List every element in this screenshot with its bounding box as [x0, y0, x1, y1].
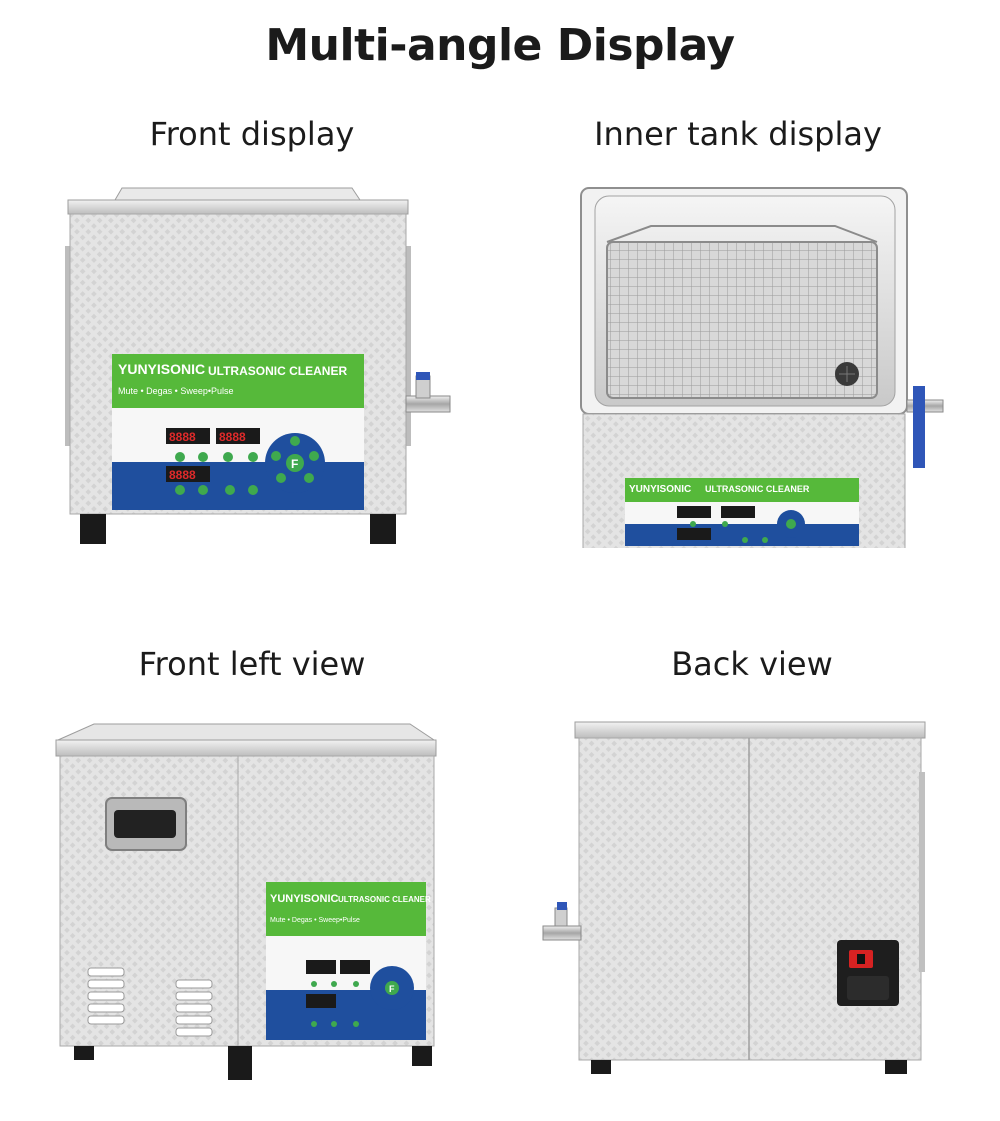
- caption-inner-tank-display: Inner tank display: [594, 115, 882, 153]
- brand-text-3: YUNYISONIC: [270, 893, 339, 905]
- power-switch-socket: [837, 940, 899, 1006]
- control-label: YUNYISONIC ULTRASONIC CLEANER Mute • Deg…: [112, 354, 364, 510]
- f-button-label: F: [291, 457, 298, 471]
- brand-text: YUNYISONIC: [118, 361, 205, 377]
- drain-valve: [405, 372, 451, 413]
- caption-front-display: Front display: [149, 115, 355, 153]
- temp-display: 8888: [219, 430, 246, 444]
- time-display: 8888: [169, 430, 196, 444]
- product-text-2: ULTRASONIC CLEANER: [705, 484, 810, 494]
- f-button-label-3: F: [389, 984, 395, 994]
- features-text-3: Mute • Degas • Sweep•Pulse: [270, 917, 360, 924]
- back-view-image: [542, 721, 926, 1074]
- brand-text-2: YUNYISONIC: [629, 484, 691, 495]
- page-title: Multi-angle Display: [265, 20, 735, 71]
- front-left-image: YUNYISONIC ULTRASONIC CLEANER Mute • Deg…: [55, 723, 437, 1080]
- inner-tank-image: YUNYISONIC ULTRASONIC CLEANER: [580, 187, 944, 548]
- drain-valve-back: [542, 902, 582, 941]
- features-text: Mute • Degas • Sweep•Pulse: [118, 386, 234, 396]
- product-text: ULTRASONIC CLEANER: [208, 364, 347, 378]
- front-display-image: YUNYISONIC ULTRASONIC CLEANER Mute • Deg…: [65, 187, 451, 544]
- power-display: 8888: [169, 468, 196, 482]
- caption-back-view: Back view: [671, 645, 833, 683]
- product-text-3: ULTRASONIC CLEANER: [338, 895, 431, 904]
- caption-front-left-view: Front left view: [138, 645, 366, 683]
